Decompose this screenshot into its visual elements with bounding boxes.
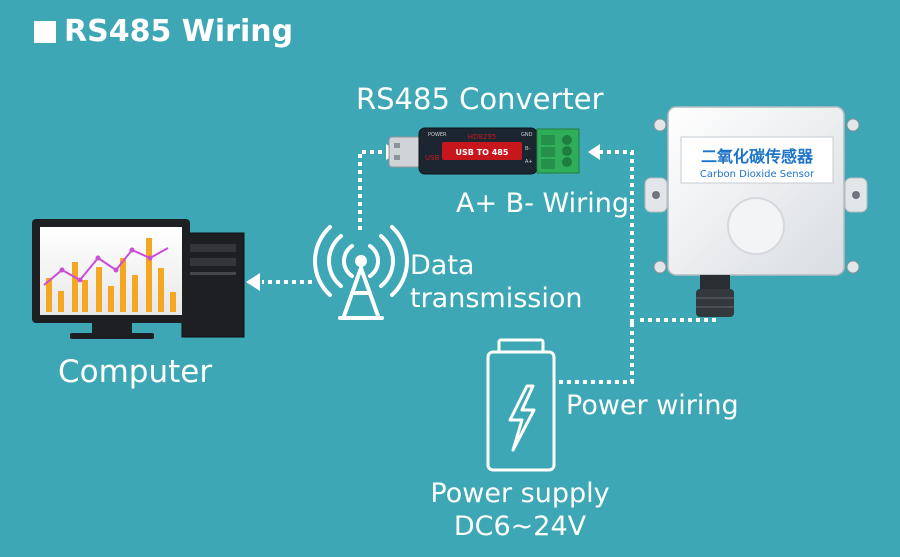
ab-wiring-label: A+ B- Wiring: [456, 188, 629, 219]
converter-pin-a: A+: [525, 159, 533, 165]
power-wiring-label: Power wiring: [566, 390, 739, 421]
title-text: RS485 Wiring: [64, 14, 294, 49]
arrow-to-computer: [246, 273, 260, 291]
converter-pin-b: B-: [525, 146, 530, 152]
power-supply-label-line2: DC6~24V: [453, 511, 587, 542]
title-square-icon: [34, 20, 56, 43]
connection-lines: [262, 150, 716, 384]
page-title: RS485 Wiring: [34, 14, 293, 49]
computer-icon: [32, 219, 245, 339]
line-antenna-to-converter: [358, 150, 388, 230]
usb-converter-icon: USB TO 485 HD8295 POWER USB GND B- A+: [388, 127, 580, 175]
lightning-icon: [508, 384, 536, 452]
line-sensor-to-converter: [600, 150, 634, 323]
power-supply-label-line1: Power supply: [430, 478, 610, 509]
sensor-english-label: Carbon Dioxide Sensor: [700, 169, 815, 180]
converter-label: RS485 Converter: [356, 82, 604, 116]
monitor-chart-line: [43, 247, 169, 286]
data-transmission-label-line2: transmission: [410, 283, 583, 314]
converter-power-label: POWER: [428, 132, 447, 138]
computer-label: Computer: [58, 354, 213, 390]
converter-badge: USB TO 485: [456, 148, 509, 157]
data-transmission-label-line1: Data: [410, 250, 475, 281]
converter-usb-label: USB: [425, 154, 440, 162]
converter-model: HD8295: [468, 133, 496, 141]
monitor-chart: [46, 238, 176, 312]
battery-icon: [486, 338, 556, 472]
line-power-wiring: [556, 323, 634, 384]
arrow-to-converter-right: [588, 144, 600, 160]
antenna-icon: [312, 225, 410, 320]
sensor-chinese-label: 二氧化碳传感器: [701, 147, 814, 166]
co2-sensor-icon: 二氧化碳传感器 Carbon Dioxide Sensor: [644, 106, 868, 317]
converter-pin-gnd: GND: [521, 132, 533, 138]
